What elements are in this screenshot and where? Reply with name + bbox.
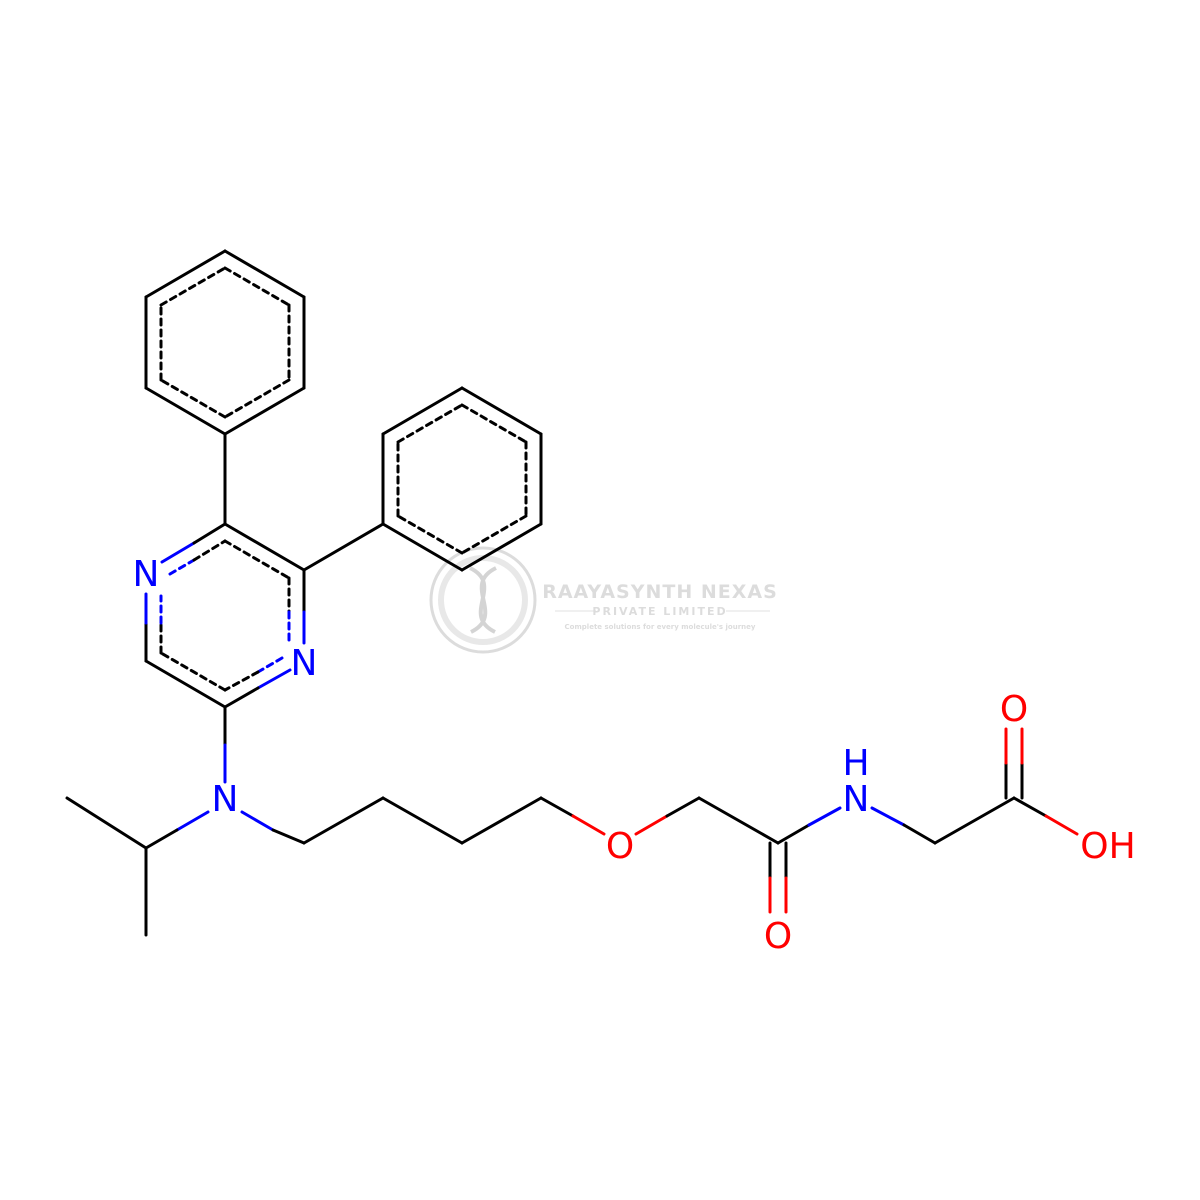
atom-o-ether: O xyxy=(606,826,634,867)
atom-n-amine: N xyxy=(212,779,239,820)
dna-helix-icon xyxy=(469,566,497,634)
carboxylic-acid-group xyxy=(1004,727,1079,836)
amine-substituent xyxy=(65,705,306,937)
pyrazine-ring xyxy=(144,522,306,709)
bond-phenyl-right-pyrazine xyxy=(302,522,385,572)
atom-n-pyrazine-1: N xyxy=(133,554,160,595)
watermark-subtitle: PRIVATE LIMITED xyxy=(592,605,727,618)
phenyl-ring-right xyxy=(381,386,543,572)
watermark-company: RAAYASYNTH NEXAS xyxy=(542,581,778,603)
phenyl-ring-top xyxy=(144,249,306,436)
atom-o-amide: O xyxy=(764,916,792,957)
atom-oh-acid: OH xyxy=(1080,826,1135,867)
watermark-ring xyxy=(429,546,537,654)
atom-h-amide: H xyxy=(842,743,869,784)
butoxy-chain xyxy=(302,796,780,845)
atom-n-pyrazine-4: N xyxy=(291,643,318,684)
atom-o-acid-carbonyl: O xyxy=(1000,689,1028,730)
amide-group xyxy=(768,796,1016,914)
watermark-tagline: Complete solutions for every molecule's … xyxy=(565,623,756,631)
atom-n-amide: N xyxy=(843,779,870,820)
